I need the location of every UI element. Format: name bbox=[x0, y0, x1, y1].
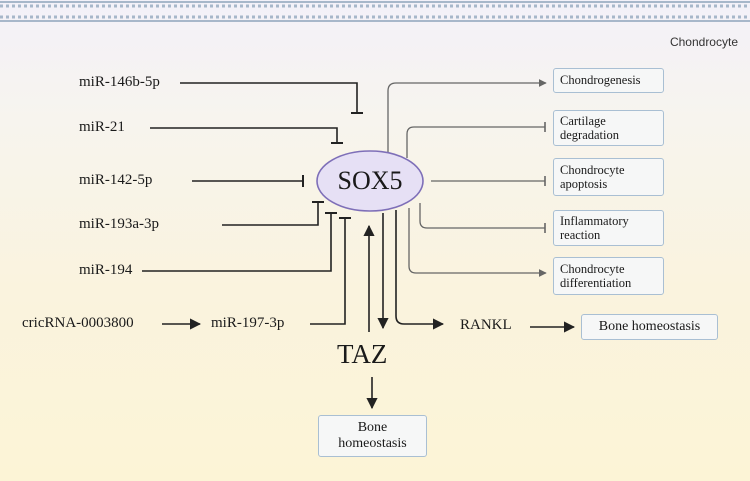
inhibit-line-cartilage-degradation bbox=[406, 126, 545, 158]
arrow-sox5-to-differentiation bbox=[408, 208, 547, 277]
bone-homeostasis-taz: Bone homeostasis bbox=[318, 415, 427, 457]
inhibit-line-mir193a bbox=[222, 202, 319, 226]
circrna-label: cricRNA-0003800 bbox=[22, 315, 134, 331]
rankl-label: RANKL bbox=[460, 317, 512, 333]
outcome-cartilage-degradation: Cartilage degradation bbox=[553, 110, 664, 146]
inhibit-line-inflammatory-reaction bbox=[419, 203, 545, 229]
cell-membrane bbox=[0, 1, 750, 22]
taz-label: TAZ bbox=[337, 339, 388, 369]
arrow-sox5-to-chondrogenesis bbox=[387, 79, 547, 160]
outcome-chondrocyte-differentiation: Chondrocyte differentiation bbox=[553, 257, 664, 295]
mir-193a-3p-label: miR-193a-3p bbox=[79, 216, 159, 232]
inhibit-line-mir197 bbox=[310, 218, 346, 325]
inhibit-line-mir21 bbox=[150, 127, 338, 143]
mir-146b-5p-label: miR-146b-5p bbox=[79, 74, 160, 90]
mir-194-label: miR-194 bbox=[79, 262, 133, 278]
sox5-label: SOX5 bbox=[337, 166, 403, 195]
outcome-chondrocyte-apoptosis: Chondrocyte apoptosis bbox=[553, 158, 664, 196]
sox5-node bbox=[316, 150, 424, 212]
mir-197-3p-label: miR-197-3p bbox=[211, 315, 285, 331]
inhibit-line-mir146b bbox=[180, 82, 358, 113]
cell-type-label: Chondrocyte bbox=[669, 35, 738, 49]
mir-142-5p-label: miR-142-5p bbox=[79, 172, 153, 188]
outcome-inflammatory-reaction: Inflammatory reaction bbox=[553, 210, 664, 246]
outcome-chondrogenesis: Chondrogenesis bbox=[553, 68, 664, 93]
mir-21-label: miR-21 bbox=[79, 119, 125, 135]
bone-homeostasis-rankl: Bone homeostasis bbox=[581, 314, 718, 340]
arrow-sox5-to-rankl bbox=[395, 210, 445, 330]
inhibit-line-mir194 bbox=[142, 213, 332, 272]
